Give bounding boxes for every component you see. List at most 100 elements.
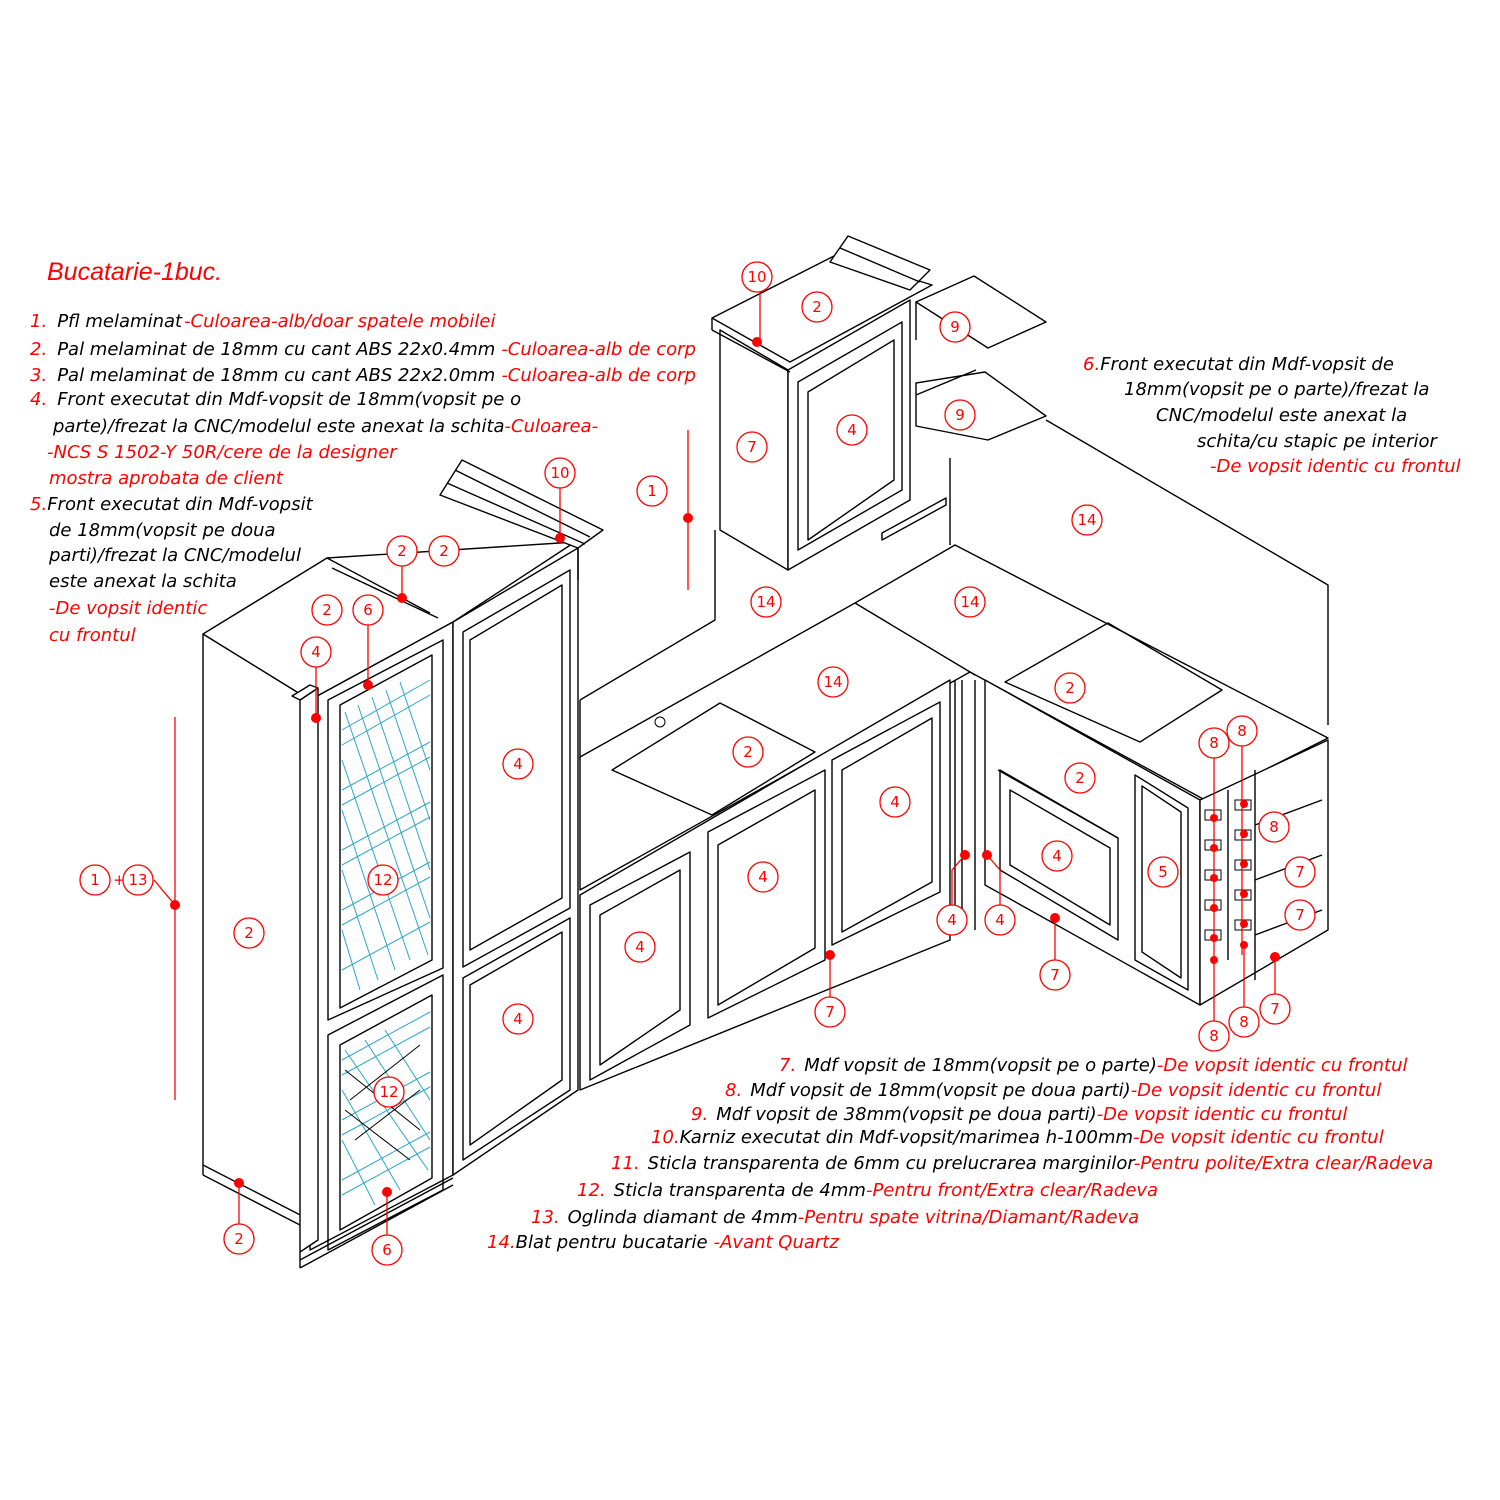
svg-text:2: 2	[439, 542, 449, 560]
part-marker: 12	[367, 864, 399, 896]
part-marker: 5	[1147, 856, 1179, 888]
part-marker: 14	[1071, 504, 1103, 536]
legend-num: 2.	[30, 339, 47, 360]
legend-num: 4.	[30, 389, 47, 410]
part-marker: 7	[1039, 959, 1071, 991]
svg-text:8: 8	[1239, 1013, 1249, 1031]
part-marker: 4	[936, 904, 968, 936]
part-marker: 14	[954, 586, 986, 618]
legend-note: mostra aprobata de client	[49, 468, 284, 489]
svg-text:8: 8	[1209, 734, 1219, 752]
part-marker: 4	[747, 861, 779, 893]
part-marker: 2	[428, 535, 460, 567]
svg-text:9: 9	[955, 406, 965, 424]
legend-note: -Culoarea-alb de corp	[501, 339, 696, 360]
part-marker: 2	[311, 594, 343, 626]
svg-text:6.Front executat din Mdf-vopsi: 6.Front executat din Mdf-vopsit de	[1083, 354, 1394, 375]
svg-text:1: 1	[90, 871, 100, 889]
svg-text:4: 4	[1052, 847, 1062, 865]
svg-text:4: 4	[890, 793, 900, 811]
legend-num: 3.	[30, 365, 47, 386]
svg-text:3.Pal melaminat de 18mm cu can: 3.Pal melaminat de 18mm cu cant ABS 22x2…	[30, 365, 696, 386]
svg-text:este anexat la schita: este anexat la schita	[49, 571, 237, 592]
legend-bottom: 7.Mdf vopsit de 18mm(vopsit pe o parte)-…	[487, 1055, 1433, 1253]
legend-text: Pal melaminat de 18mm cu cant ABS 22x0.4…	[57, 339, 495, 360]
svg-text:2: 2	[397, 542, 407, 560]
wall-shelves	[915, 275, 1047, 441]
part-marker: 9	[939, 311, 971, 343]
part-marker: 2	[223, 1223, 255, 1255]
part-marker: 4	[836, 414, 868, 446]
svg-text:13: 13	[128, 871, 147, 889]
svg-text:CNC/modelul este anexat la: CNC/modelul este anexat la	[1156, 405, 1407, 426]
svg-text:10: 10	[747, 268, 766, 286]
svg-text:2: 2	[322, 601, 332, 619]
part-marker: 6	[352, 594, 384, 626]
part-marker: 1	[79, 864, 111, 896]
part-marker: 8	[1198, 1020, 1230, 1052]
part-marker: 4	[300, 636, 332, 668]
svg-text:7: 7	[1295, 906, 1305, 924]
svg-text:6: 6	[363, 601, 373, 619]
svg-text:4: 4	[513, 1010, 523, 1028]
svg-text:8: 8	[1269, 818, 1279, 836]
legend-note: -Culoarea-	[505, 416, 599, 437]
svg-text:-De vopsit identic: -De vopsit identic	[49, 598, 207, 619]
part-marker: 14	[817, 666, 849, 698]
part-marker: 4	[624, 931, 656, 963]
part-marker: 4	[879, 786, 911, 818]
svg-text:4: 4	[995, 911, 1005, 929]
svg-text:7.Mdf vopsit de 18mm(vopsit pe: 7.Mdf vopsit de 18mm(vopsit pe o parte)-…	[779, 1055, 1408, 1076]
svg-text:18mm(vopsit pe o parte)/frezat: 18mm(vopsit pe o parte)/frezat la	[1124, 379, 1429, 400]
svg-text:1.Pfl melaminat-Culoarea-alb/d: 1.Pfl melaminat-Culoarea-alb/doar spatel…	[30, 311, 496, 332]
svg-text:13.Oglinda diamant de 4mm-Pent: 13.Oglinda diamant de 4mm-Pentru spate v…	[531, 1207, 1139, 1228]
svg-text:2: 2	[743, 743, 753, 761]
svg-text:12: 12	[379, 1083, 398, 1101]
legend-item5: 5.Front executat din Mdf-vopsit de 18mm(…	[30, 494, 314, 646]
svg-text:2: 2	[244, 924, 254, 942]
svg-text:7: 7	[1295, 863, 1305, 881]
svg-text:2: 2	[234, 1230, 244, 1248]
legend-note: -Culoarea-alb/doar spatele mobilei	[184, 311, 495, 332]
svg-text:7: 7	[1050, 966, 1060, 984]
base-run-right	[984, 679, 1329, 1006]
svg-text:10: 10	[550, 464, 569, 482]
svg-text:8: 8	[1209, 1027, 1219, 1045]
legend-note: -NCS S 1502-Y 50R/cere de la designer	[47, 442, 398, 463]
tall-cabinet	[202, 459, 604, 1269]
svg-text:1: 1	[647, 482, 657, 500]
svg-text:9: 9	[950, 318, 960, 336]
back-wall	[579, 419, 1329, 760]
part-marker: 2	[233, 917, 265, 949]
svg-text:5.Front executat din Mdf-vopsi: 5.Front executat din Mdf-vopsit	[30, 494, 314, 515]
svg-text:4: 4	[311, 643, 321, 661]
drawing-title: Bucatarie-1buc.	[47, 258, 222, 286]
svg-text:schita/cu stapic pe interior: schita/cu stapic pe interior	[1197, 431, 1439, 452]
legend-item6: 6.Front executat din Mdf-vopsit de 18mm(…	[1083, 354, 1461, 477]
svg-text:14: 14	[823, 673, 842, 691]
svg-text:2.Pal melaminat de 18mm cu can: 2. Pal melaminat de 18mm cu cant ABS 22x0…	[30, 339, 696, 360]
part-marker: 2	[801, 291, 833, 323]
svg-text:4: 4	[635, 938, 645, 956]
svg-text:parte)/frezat la CNC/modelul e: parte)/frezat la CNC/modelul este anexat…	[52, 416, 598, 437]
part-marker: 7	[1284, 856, 1316, 888]
part-marker: 1	[636, 475, 668, 507]
part-marker: 4	[984, 904, 1016, 936]
legend-left: 1.Pfl melaminat-Culoarea-alb/doar spatel…	[30, 311, 696, 489]
svg-text:14: 14	[756, 593, 775, 611]
part-marker: 8	[1226, 715, 1258, 747]
svg-text:14.Blat pentru bucatarie-Avant: 14.Blat pentru bucatarie-Avant Quartz	[487, 1232, 839, 1253]
svg-text:4: 4	[758, 868, 768, 886]
glass-hatch	[341, 679, 431, 1206]
svg-text:2: 2	[812, 298, 822, 316]
part-marker: 2	[1064, 762, 1096, 794]
svg-text:9.Mdf vopsit de 38mm(vopsit pe: 9.Mdf vopsit de 38mm(vopsit pe doua part…	[691, 1104, 1347, 1125]
part-marker: 8	[1228, 1006, 1260, 1038]
part-marker: 7	[1259, 993, 1291, 1025]
legend-text: Front executat din Mdf-vopsit de 18mm(vo…	[57, 389, 521, 410]
part-marker: 12	[373, 1076, 405, 1108]
svg-text:2: 2	[1075, 769, 1085, 787]
svg-text:12.Sticla transparenta de 4mm-: 12.Sticla transparenta de 4mm-Pentru fro…	[577, 1180, 1158, 1201]
part-marker: 8	[1198, 727, 1230, 759]
